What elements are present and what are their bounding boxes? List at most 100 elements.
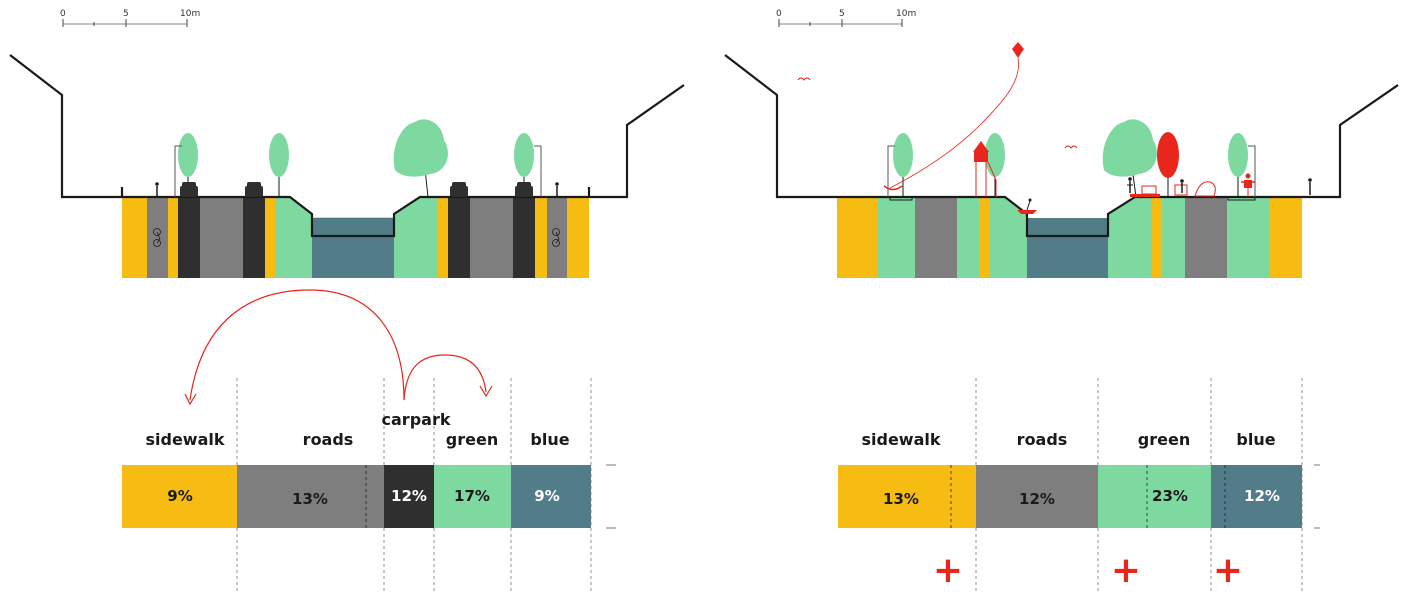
layer-sidewalk [1152, 198, 1162, 278]
layer-sidewalk [168, 198, 178, 278]
tree-icon [393, 119, 448, 198]
tree-red-icon [1157, 132, 1179, 197]
layer-bike-lane [547, 198, 567, 278]
boat-icon [1017, 198, 1037, 214]
picnic-blanket-icon [1130, 194, 1160, 197]
layer-water [1027, 218, 1108, 278]
scale-label-0: 0 [776, 9, 782, 19]
value-sidewalk: 13% [883, 490, 919, 508]
car-icon [180, 182, 198, 197]
layer-sidewalk [122, 198, 147, 278]
value-roads: 12% [1019, 490, 1055, 508]
tree-icon [269, 133, 289, 197]
scarecrow-icon [1241, 173, 1255, 197]
category-label-roads: roads [1017, 430, 1068, 449]
layer-sidewalk [567, 198, 589, 278]
lamp-post-icon [887, 145, 895, 197]
layer-road [915, 198, 957, 278]
car-icon [450, 182, 468, 197]
bird-icon [797, 77, 811, 81]
layer-green-bank [394, 198, 438, 278]
segment-carpark [384, 465, 434, 528]
layer-green-bank [989, 198, 1027, 278]
scale-label-5: 5 [123, 9, 129, 19]
layer-green-bank [1108, 198, 1152, 278]
category-label-carpark: carpark [382, 410, 451, 429]
layer-carpark [513, 198, 535, 278]
value-blue: 12% [1244, 487, 1280, 505]
category-label-green: green [446, 430, 498, 449]
category-label-roads: roads [303, 430, 354, 449]
allocation-bar-after: sidewalk roads green blue 13% 12% 23% 12… [838, 378, 1320, 592]
scale-label-5: 5 [839, 9, 845, 19]
bench-icon [1141, 181, 1216, 197]
terrain-outline [724, 54, 1399, 238]
allocation-bar-before: sidewalk roads carpark green blue 9% 13%… [122, 289, 616, 592]
category-label-green: green [1138, 430, 1190, 449]
lamp-post-icon [174, 145, 182, 197]
pedestrian-icon [1180, 179, 1184, 193]
layer-water-top [312, 218, 394, 236]
scale-label-10m: 10m [180, 9, 200, 19]
value-blue: 9% [534, 487, 559, 505]
section-before [9, 54, 685, 278]
category-label-sidewalk: sidewalk [861, 430, 940, 449]
bicycle-icon [552, 228, 560, 247]
scale-label-0: 0 [60, 9, 66, 19]
layer-sidewalk [535, 198, 547, 278]
terrain-outline [9, 54, 685, 238]
segment-sidewalk [122, 465, 237, 528]
pedestrian-icon [1127, 177, 1133, 193]
pedestrian-icon [155, 182, 159, 196]
layer-sidewalk [1270, 198, 1302, 278]
category-label-sidewalk: sidewalk [145, 430, 224, 449]
layer-carpark [178, 198, 200, 278]
layer-green-bank [275, 198, 312, 278]
scale-bar-before: 0 5 10m [60, 9, 200, 27]
increase-plus-icon: + [1111, 550, 1141, 591]
value-sidewalk: 9% [167, 487, 192, 505]
segment-green [1098, 465, 1211, 528]
segment-sidewalk [838, 465, 976, 528]
segment-green [434, 465, 511, 528]
layer-green [1227, 198, 1270, 278]
segment-roads [237, 465, 384, 528]
layer-carpark [448, 198, 470, 278]
ground-layers-before [122, 198, 589, 278]
tree-icon [893, 133, 913, 197]
hammock-icon [883, 185, 903, 191]
layer-water [312, 236, 394, 278]
bicycle-icon [153, 228, 161, 247]
segment-roads [976, 465, 1098, 528]
lamp-post-icon [1248, 145, 1256, 197]
category-label-blue: blue [530, 430, 569, 449]
arrow-icon [184, 289, 405, 406]
ground-layers-after [837, 198, 1302, 278]
scale-bar-after: 0 5 10m [776, 9, 916, 27]
car-icon [515, 182, 533, 197]
scale-label-10m: 10m [896, 9, 916, 19]
layer-road [200, 198, 243, 278]
layer-carpark [243, 198, 265, 278]
section-after [724, 42, 1399, 278]
playground-slide-icon [973, 141, 997, 197]
lamp-post-icon [534, 145, 542, 197]
layer-road [470, 198, 513, 278]
tree-icon [1102, 119, 1157, 198]
car-icon [245, 182, 263, 197]
layer-green [877, 198, 915, 278]
layer-sidewalk [979, 198, 989, 278]
layer-green [957, 198, 979, 278]
layer-sidewalk [837, 198, 877, 278]
pedestrian-icon [555, 182, 559, 196]
arrow-icon [403, 354, 493, 401]
value-green: 17% [454, 487, 490, 505]
tree-icon [1228, 133, 1248, 197]
bird-icon [1064, 145, 1078, 149]
layer-bike-lane [147, 198, 168, 278]
layer-green [1162, 198, 1185, 278]
layer-road [1185, 198, 1227, 278]
increase-plus-icon: + [1213, 550, 1243, 591]
segment-blue [511, 465, 591, 528]
